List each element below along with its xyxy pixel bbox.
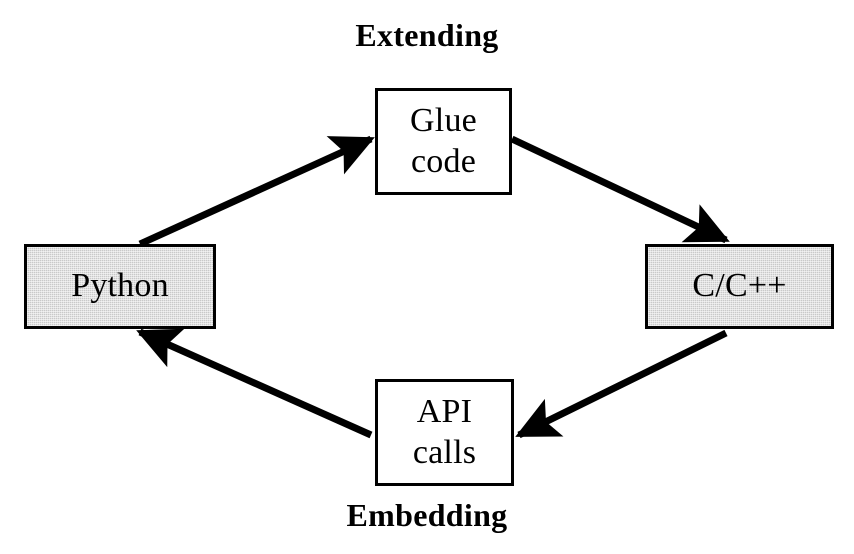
arrow-c-cpp-to-api-calls bbox=[515, 329, 728, 439]
node-api-calls-label-line1: API bbox=[416, 393, 473, 431]
node-c-cpp[interactable]: C/C++ bbox=[645, 244, 834, 329]
node-python[interactable]: Python bbox=[24, 244, 216, 329]
node-api-calls-label-line2: calls bbox=[412, 433, 477, 471]
node-glue-code-label-line1: Glue bbox=[410, 102, 477, 140]
node-c-cpp-label: C/C++ bbox=[692, 267, 787, 305]
arrow-glue-code-to-c-cpp bbox=[510, 135, 730, 244]
node-api-calls[interactable]: API calls bbox=[375, 379, 514, 486]
node-glue-code[interactable]: Glue code bbox=[375, 88, 512, 195]
node-glue-code-label-line2: code bbox=[411, 142, 476, 180]
caption-extending: Extending bbox=[355, 17, 499, 53]
arrow-python-to-glue-code bbox=[138, 135, 375, 248]
arrow-api-calls-to-python bbox=[136, 328, 373, 439]
caption-embedding: Embedding bbox=[346, 497, 508, 533]
node-python-label: Python bbox=[71, 267, 169, 305]
